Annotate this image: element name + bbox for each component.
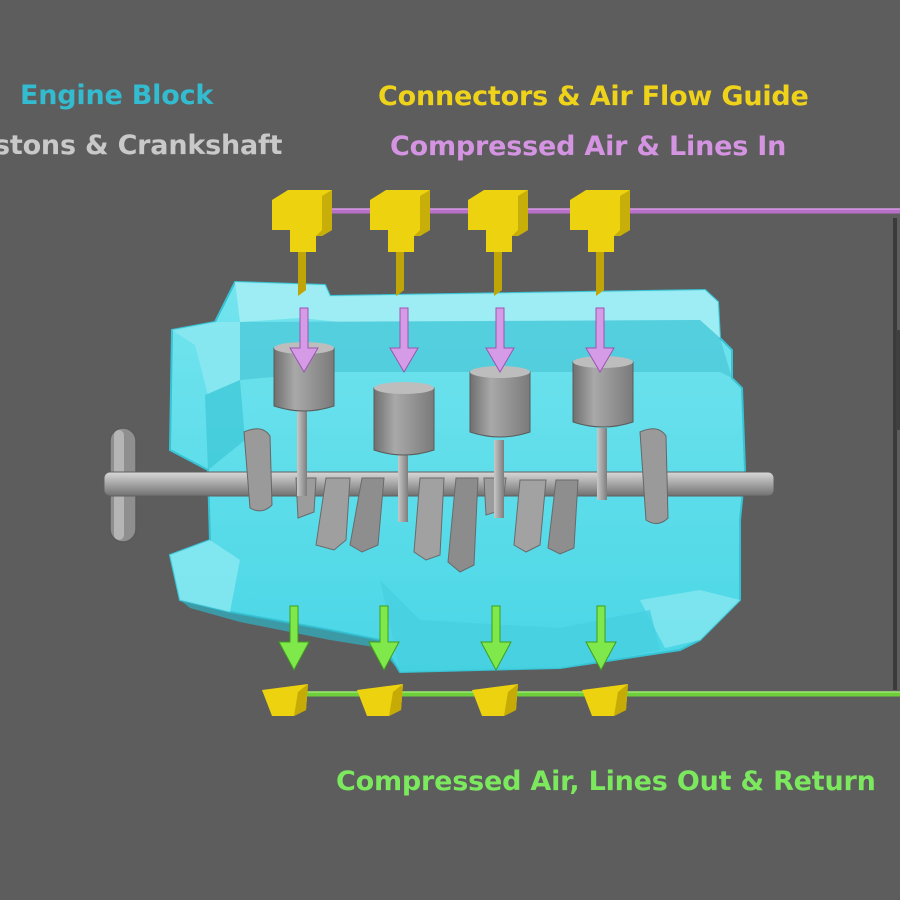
pistons-crankshaft-label: stons & Crankshaft [0, 130, 283, 161]
piston-2 [373, 382, 435, 522]
pistons [273, 342, 634, 522]
connectors-guide-label: Connectors & Air Flow Guide [378, 81, 809, 112]
exhaust-arrow-3 [480, 605, 512, 672]
exhaust-arrows [278, 605, 617, 672]
intake-connector-1 [272, 190, 332, 296]
intake-arrows [289, 307, 615, 373]
intake-connector-2 [370, 190, 430, 296]
engine-block-label: Engine Block [20, 80, 214, 111]
exhaust-arrow-2 [368, 605, 400, 672]
exhaust-connector-1 [262, 684, 308, 716]
piston-3 [469, 366, 531, 518]
intake-arrow-1 [289, 307, 319, 373]
intake-arrow-3 [485, 307, 515, 373]
exhaust-connector-4 [582, 684, 628, 716]
intake-arrow-4 [585, 307, 615, 373]
exhaust-arrow-1 [278, 605, 310, 672]
piston-1 [273, 342, 335, 496]
exhaust-connectors [262, 684, 628, 716]
return-stub [896, 330, 900, 430]
exhaust-connector-3 [472, 684, 518, 716]
intake-connectors [272, 190, 630, 296]
intake-arrow-2 [389, 307, 419, 373]
air-in-label: Compressed Air & Lines In [390, 131, 787, 162]
intake-connector-4 [570, 190, 630, 296]
intake-connector-3 [468, 190, 528, 296]
exhaust-connector-2 [357, 684, 403, 716]
exhaust-arrow-4 [585, 605, 617, 672]
air-out-label: Compressed Air, Lines Out & Return [336, 766, 876, 797]
